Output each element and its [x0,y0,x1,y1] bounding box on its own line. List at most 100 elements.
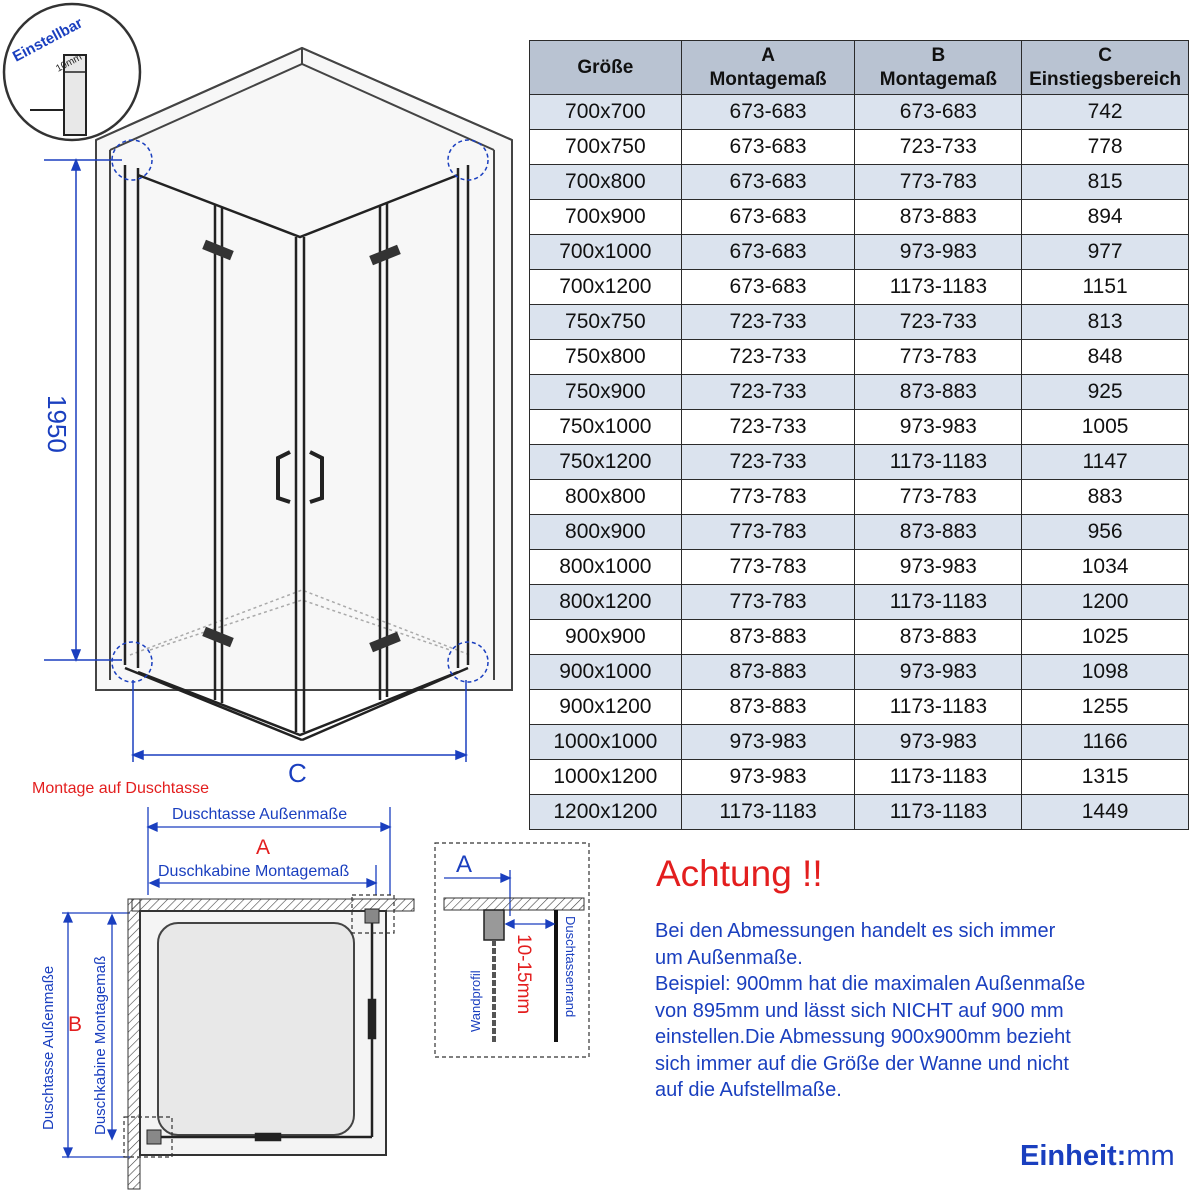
plan-dimensions-vertical [62,911,130,1159]
table-cell: 723-733 [680,374,856,410]
plan-bottom-profile [146,1129,162,1145]
table-cell: 773-783 [680,549,856,585]
plan-tray-outer-vertical-label: Duschtasse Außenmaße [40,966,57,1130]
table-cell: 1000x1200 [529,759,682,795]
table-cell: 1173-1183 [854,584,1023,620]
table-cell: 723-733 [680,304,856,340]
table-cell: 673-683 [680,164,856,200]
table-cell: 700x800 [529,164,682,200]
table-cell: 773-783 [680,514,856,550]
table-cell: 1315 [1021,759,1189,795]
table-cell: 750x1000 [529,409,682,445]
table-cell: 750x800 [529,339,682,375]
plan-cabin-outline [150,917,377,1142]
table-cell: 800x1200 [529,584,682,620]
glass-panels [123,165,470,742]
table-cell: 973-983 [854,654,1023,690]
table-cell: 1200 [1021,584,1189,620]
table-cell: 873-883 [680,654,856,690]
table-cell: 873-883 [854,374,1023,410]
table-cell: 673-683 [680,234,856,270]
table-cell: 700x750 [529,129,682,165]
table-cell: 1166 [1021,724,1189,760]
table-cell: 700x1200 [529,269,682,305]
table-cell: 773-783 [854,339,1023,375]
table-cell: 723-733 [680,409,856,445]
detail-wall-profile-label: Wandprofil [468,970,483,1032]
adjustable-detail-magnifier: Einstellbar 10mm [2,2,142,142]
notice-line: Beispiel: 900mm hat die maximalen Außenm… [655,973,1086,995]
table-cell: 973-983 [854,409,1023,445]
table-cell: 848 [1021,339,1189,375]
table-cell: 800x1000 [529,549,682,585]
table-cell: 673-683 [680,269,856,305]
table-cell: 673-683 [680,199,856,235]
table-cell: 873-883 [680,619,856,655]
plan-cabin-mount-label: Duschkabine Montagemaß [158,863,349,880]
table-cell: 1449 [1021,794,1189,830]
table-cell: 973-983 [854,549,1023,585]
table-cell: 1005 [1021,409,1189,445]
width-c-dimension [130,680,469,762]
table-cell: 1025 [1021,619,1189,655]
unit-label-text: Einheit: [1020,1140,1127,1172]
plan-wall-left [127,898,141,1190]
plan-title: Montage auf Duschtasse [32,780,209,797]
table-cell: 773-783 [854,164,1023,200]
detail-gap-label: 10-15mm [513,934,534,1014]
notice-line: von 895mm und lässt sich NICHT auf 900 m… [655,999,1064,1022]
table-cell: 873-883 [680,689,856,725]
table-cell: 925 [1021,374,1189,410]
table-cell: 1000x1000 [529,724,682,760]
table-cell: 800x900 [529,514,682,550]
plan-cabin-mount-vertical-label: Duschkabine Montagemaß [92,956,109,1135]
table-cell: 973-983 [680,759,856,795]
table-cell: 900x1200 [529,689,682,725]
table-cell: 723-733 [680,444,856,480]
notice-line: sich immer auf die Größe der Wanne und n… [655,1052,1069,1075]
plan-tray-outer-label: Duschtasse Außenmaße [172,806,347,823]
table-cell: 1255 [1021,689,1189,725]
door-handles [276,450,324,504]
table-cell: 750x750 [529,304,682,340]
detail-profile [483,909,505,941]
table-cell: 973-983 [680,724,856,760]
notice-line: um Außenmaße. [655,946,803,969]
table-cell: 873-883 [854,199,1023,235]
table-cell: 977 [1021,234,1189,270]
table-cell: 1151 [1021,269,1189,305]
shower-tray [129,589,471,656]
table-cell: 700x900 [529,199,682,235]
unit-value: mm [1126,1140,1175,1172]
table-cell: 1200x1200 [529,794,682,830]
plan-dimensions-horizontal [146,807,392,895]
table-cell: 873-883 [854,619,1023,655]
table-cell: 900x1000 [529,654,682,690]
table-cell: 742 [1021,94,1189,130]
table-cell: 723-733 [680,339,856,375]
table-cell: 1098 [1021,654,1189,690]
